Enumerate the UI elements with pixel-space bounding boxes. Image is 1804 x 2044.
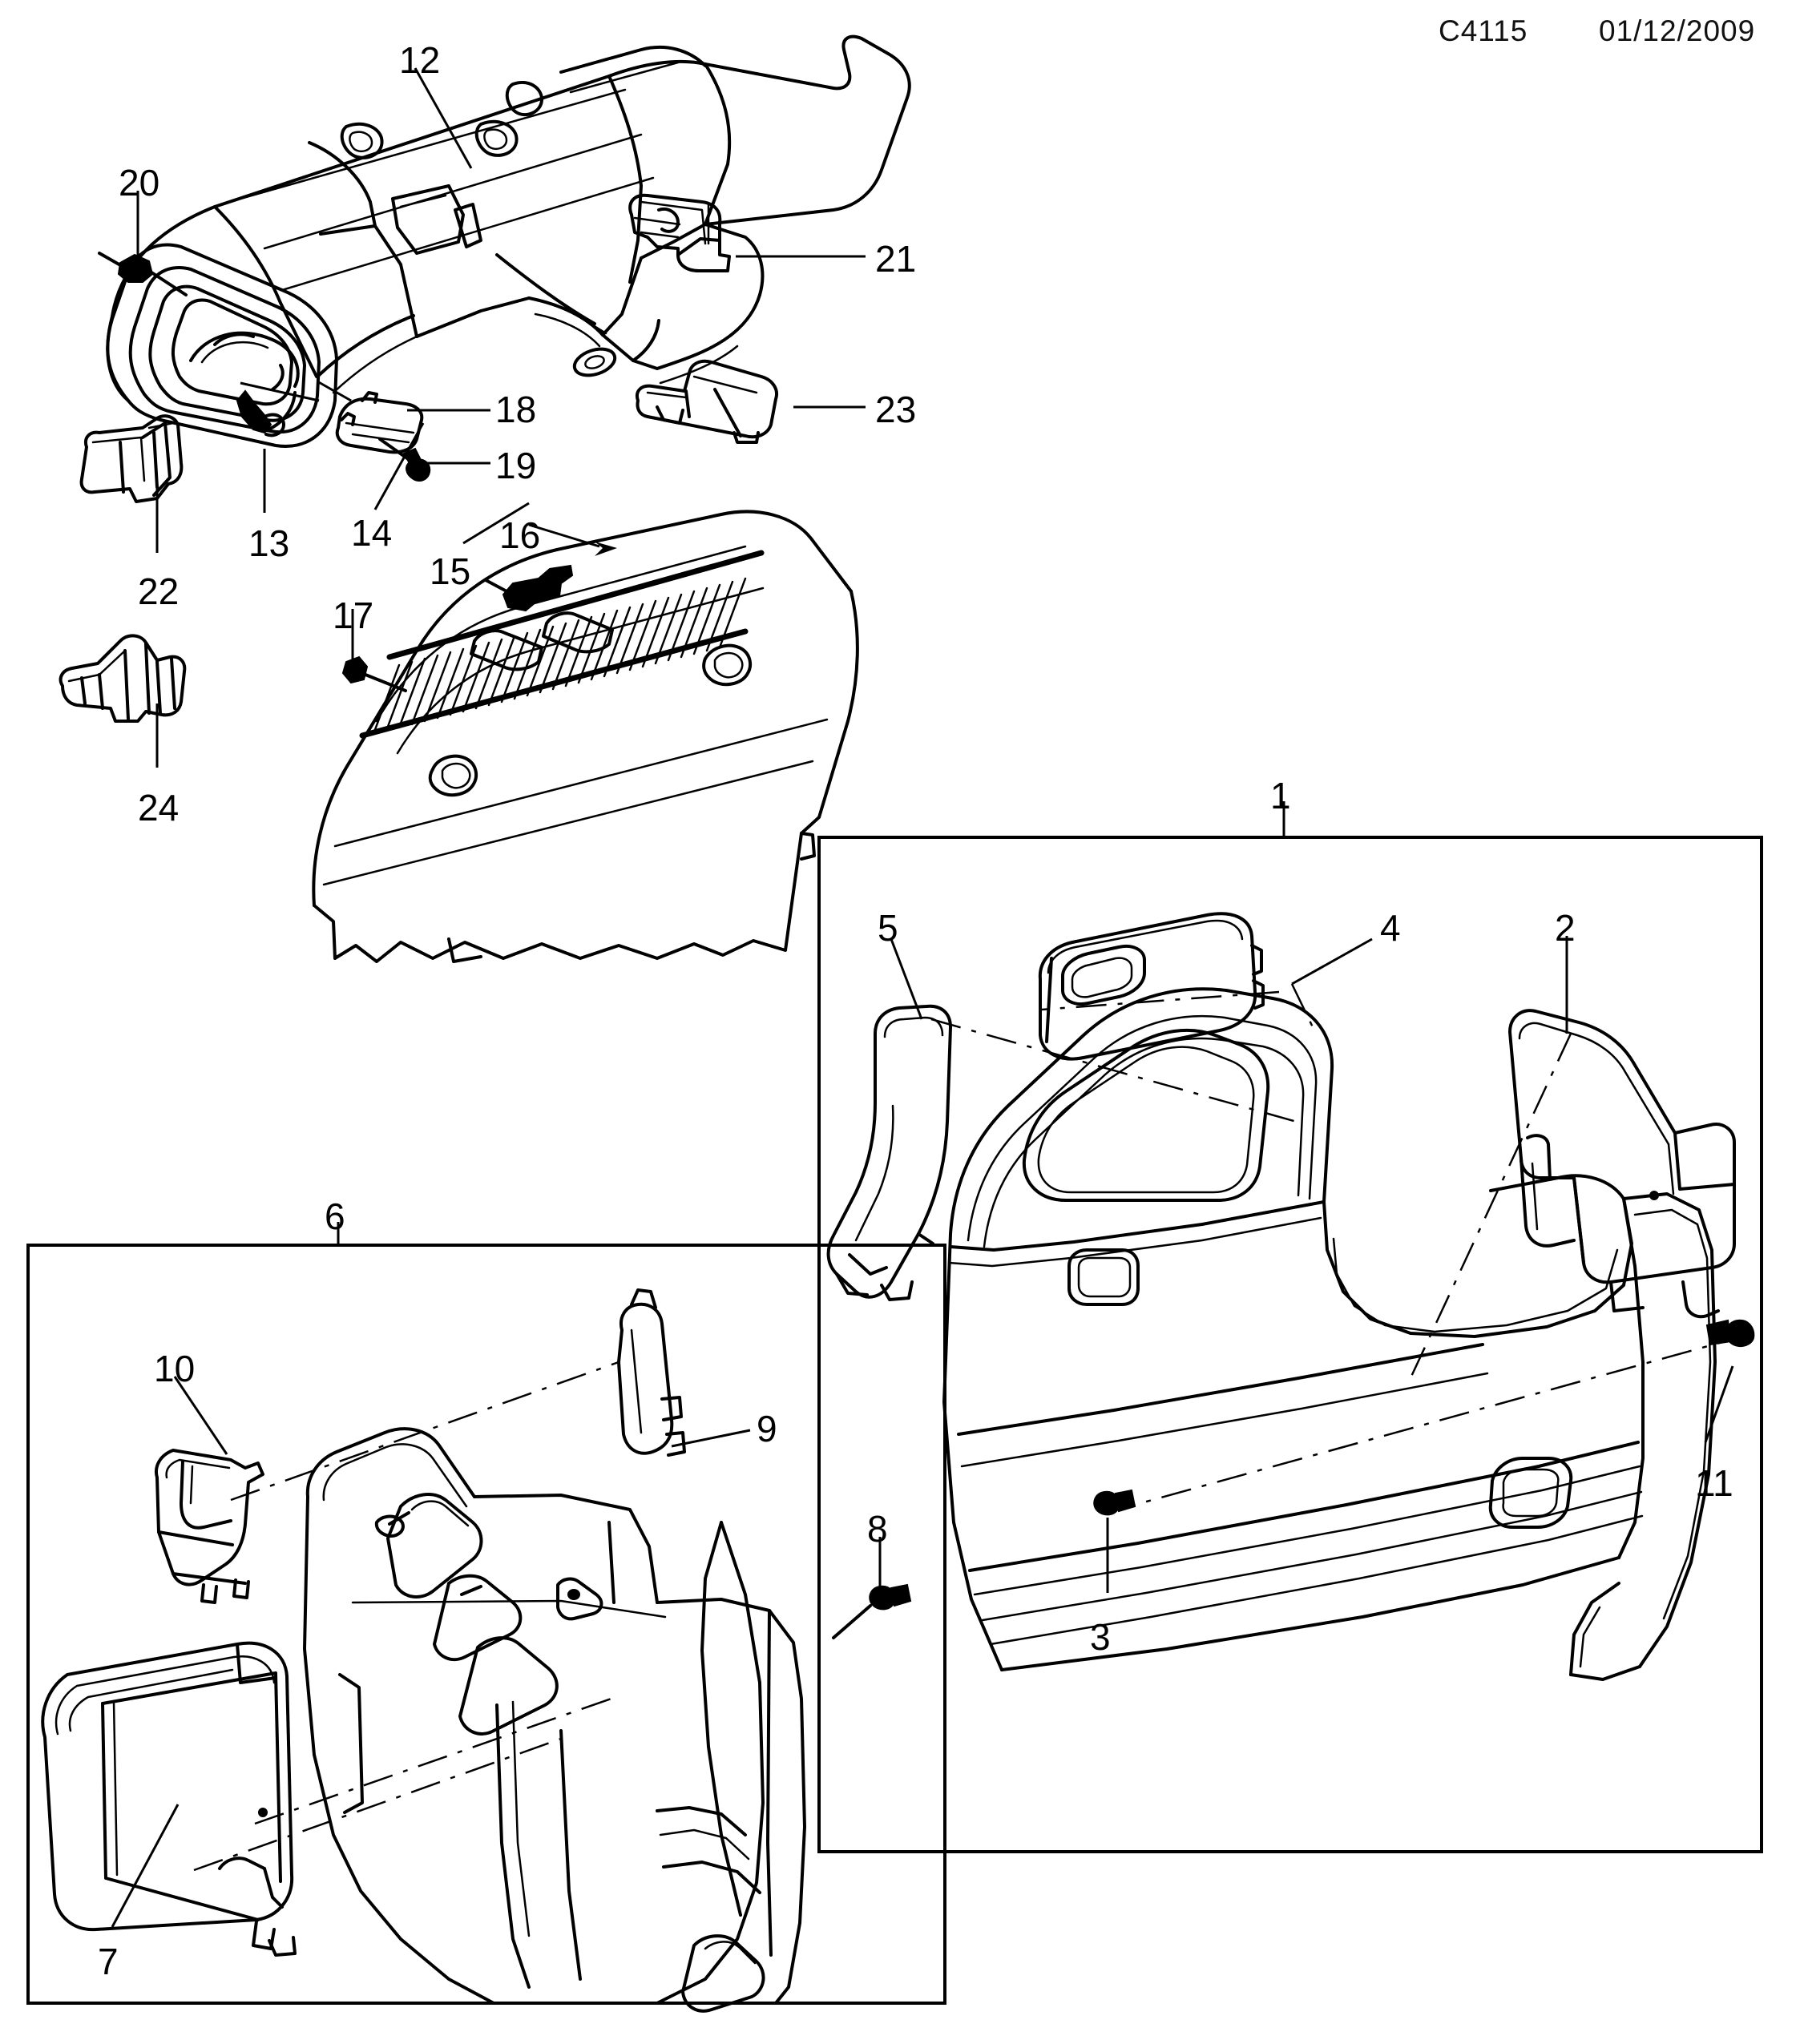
drawing-date: 01/12/2009 [1599, 14, 1756, 47]
callout-10[interactable]: 10 [154, 1348, 196, 1389]
part-5-pillar-trim [826, 1004, 952, 1301]
callout-15[interactable]: 15 [430, 550, 471, 592]
part-21-bracket [628, 193, 731, 272]
callout-16[interactable]: 16 [499, 514, 541, 556]
parcel-shelf-panel [312, 510, 859, 963]
part-1-quarter-trim-panel [942, 987, 1717, 1681]
callout-16-arrowhead [595, 542, 617, 556]
callout-11[interactable]: 11 [1695, 1462, 1733, 1504]
callout-6[interactable]: 6 [325, 1195, 345, 1237]
part-22-clip [79, 414, 184, 503]
group-box-6 [26, 1244, 946, 2005]
part-10-trim-cap [155, 1449, 264, 1604]
callout-4[interactable]: 4 [1380, 907, 1401, 949]
callout-leader-16 [528, 523, 600, 548]
part-24-clip [59, 634, 187, 723]
part-12-upper-trim-rail [106, 34, 911, 402]
callout-22[interactable]: 22 [138, 570, 180, 612]
callout-leader-5 [890, 938, 923, 1020]
part-11-screw [1705, 1319, 1755, 1347]
callout-18[interactable]: 18 [495, 389, 537, 430]
callout-5[interactable]: 5 [878, 907, 898, 949]
callout-8[interactable]: 8 [867, 1508, 888, 1550]
callout-leader-14 [373, 422, 425, 510]
callout-leader-7 [111, 1804, 180, 1928]
callout-leader-11 [1704, 1365, 1734, 1443]
callout-13[interactable]: 13 [248, 522, 290, 564]
callout-20[interactable]: 20 [119, 162, 160, 204]
part-3-screw [1093, 1489, 1136, 1570]
part-12-left-end-bezel [106, 243, 338, 448]
callout-9[interactable]: 9 [757, 1408, 777, 1449]
callout-leader-10 [173, 1376, 228, 1455]
callout-24[interactable]: 24 [138, 787, 180, 828]
part-23-bracket [636, 359, 778, 444]
callout-3[interactable]: 3 [1090, 1616, 1111, 1658]
callout-2[interactable]: 2 [1555, 907, 1576, 949]
callout-leader-15 [462, 502, 530, 545]
part-9-hinge-strap [617, 1288, 686, 1457]
callout-21[interactable]: 21 [875, 238, 917, 280]
callout-leader-12 [414, 67, 473, 169]
callout-1[interactable]: 1 [1270, 775, 1291, 816]
group-box-1 [817, 836, 1763, 1853]
callout-17[interactable]: 17 [333, 595, 374, 636]
callout-12[interactable]: 12 [399, 39, 441, 81]
callout-23[interactable]: 23 [875, 389, 917, 430]
part-13-push-pin [236, 389, 285, 437]
drawing-number: C4115 [1439, 14, 1528, 47]
callout-19[interactable]: 19 [495, 445, 537, 486]
part-7-side-cover [41, 1641, 297, 1957]
callout-leader-9 [671, 1429, 751, 1448]
callout-leader-4 [1291, 937, 1373, 986]
part-8-screw [832, 1583, 912, 1639]
part-19-screw [378, 437, 431, 482]
part-6-quarter-trim-panel [303, 1427, 806, 2013]
callout-7[interactable]: 7 [98, 1941, 119, 1982]
callout-14[interactable]: 14 [351, 512, 393, 554]
